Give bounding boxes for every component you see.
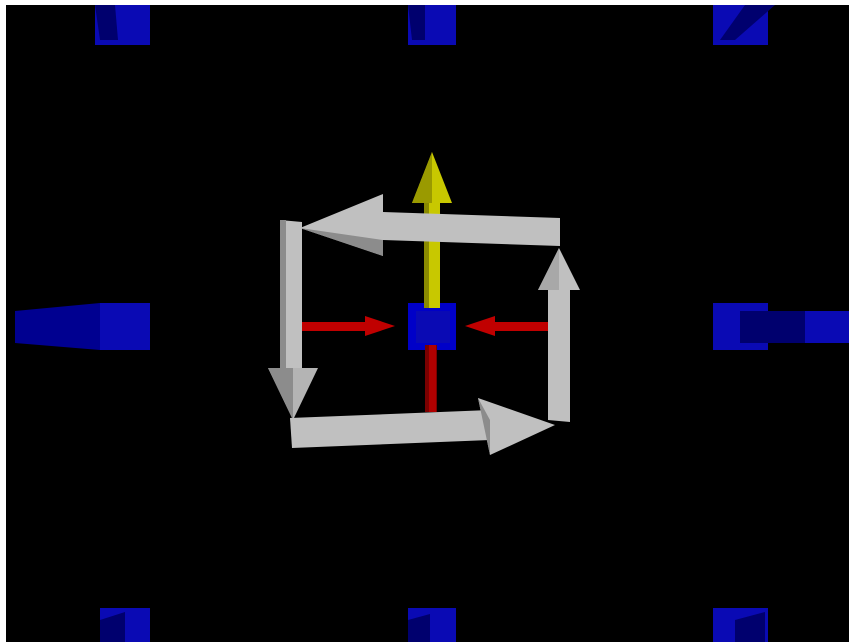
red-force-arrow-icon — [425, 345, 437, 412]
blue-cube-icon — [15, 303, 150, 350]
blue-cube-icon — [713, 608, 768, 642]
blue-cube-icon — [713, 5, 775, 45]
blue-cube-icon — [408, 608, 456, 642]
blue-cube-icon — [408, 303, 456, 350]
blue-cube-icon — [408, 5, 456, 45]
blue-cube-icon — [100, 608, 150, 642]
blue-cube-icon — [95, 5, 150, 45]
